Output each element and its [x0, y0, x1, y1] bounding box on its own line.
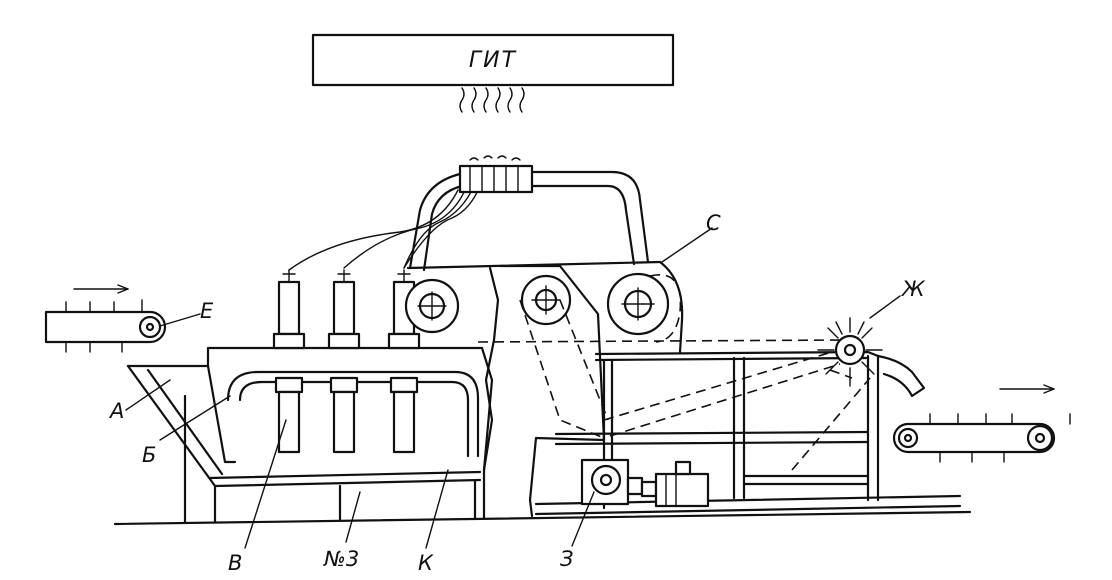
- label-c: С: [706, 211, 721, 235]
- label-zh: Ж: [900, 277, 926, 301]
- transducer-2: [327, 269, 361, 454]
- transducers: [272, 269, 421, 454]
- cable-bundle: [288, 155, 650, 272]
- conveyor-path: [477, 299, 871, 471]
- drive-motor: [580, 458, 710, 508]
- label-number: №3: [323, 547, 359, 571]
- label-e: Е: [200, 299, 214, 323]
- label-z: З: [560, 547, 573, 571]
- git-unit-label: ГИТ: [469, 48, 517, 73]
- label-k: К: [418, 551, 434, 575]
- labels: А Б В №3 К З Е С Ж: [108, 211, 926, 575]
- git-unit: ГИТ: [311, 33, 675, 113]
- leader-lines: [125, 227, 901, 549]
- ultrasonic-bath: [126, 346, 494, 488]
- pulleys: [404, 272, 682, 343]
- output-conveyor: [892, 384, 1071, 463]
- transducer-1: [272, 269, 306, 454]
- label-v: В: [228, 551, 242, 575]
- base-frame: [183, 394, 482, 524]
- label-b: Б: [142, 443, 156, 467]
- central-frame: [406, 260, 684, 520]
- brush-roll: [817, 317, 883, 387]
- input-conveyor: [44, 284, 167, 353]
- label-a: А: [108, 399, 124, 423]
- ground-line: [113, 510, 972, 526]
